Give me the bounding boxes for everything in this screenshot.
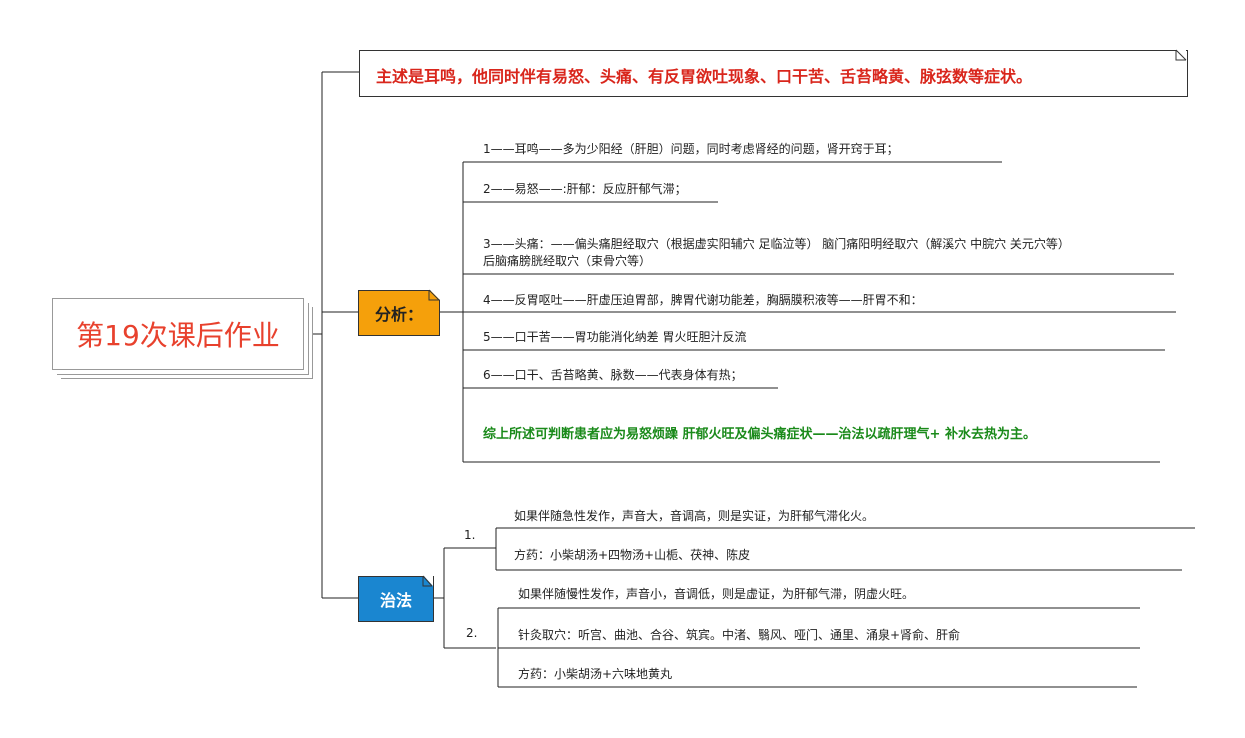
root-node[interactable]: 第19次课后作业 — [52, 298, 304, 370]
treatment-group-2-line-3: 方药：小柴胡汤+六味地黄丸 — [518, 667, 673, 681]
analysis-item-3: 3——头痛：——偏头痛胆经取穴（根据虚实阳辅穴 足临泣等） 脑门痛阳明经取穴（解… — [483, 237, 1070, 251]
treatment-group-2-line-2: 针灸取穴：听宫、曲池、合谷、筑宾。中渚、翳风、哑门、通里、涌泉+肾俞、肝俞 — [518, 628, 961, 642]
treatment-group-1-line-1: 如果伴随急性发作，声音大，音调高，则是实证，为肝郁气滞化火。 — [514, 509, 875, 523]
analysis-item-3-cont: 后脑痛膀胱经取穴（束骨穴等） — [483, 254, 652, 268]
treatment-group-2-line-1: 如果伴随慢性发作，声音小，音调低，则是虚证，为肝郁气滞，阴虚火旺。 — [518, 587, 915, 601]
analysis-label: 分析： — [374, 305, 423, 324]
treatment-group-1-number: 1. — [464, 528, 476, 542]
root-title: 第19次课后作业 — [76, 319, 280, 352]
summary-text: 主述是耳鸣，他同时伴有易怒、头痛、有反胃欲吐现象、口干苦、舌苔略黄、脉弦数等症状… — [376, 67, 1033, 86]
summary-fold-corner — [1176, 50, 1186, 60]
treatment-group-1-line-2: 方药：小柴胡汤+四物汤+山栀、茯神、陈皮 — [514, 548, 751, 562]
treatment-group-2-number: 2. — [466, 626, 478, 640]
analysis-item-1: 1——耳鸣——多为少阳经（肝胆）问题，同时考虑肾经的问题，肾开窍于耳； — [483, 142, 899, 156]
analysis-item-2: 2——易怒——:肝郁：反应肝郁气滞； — [483, 182, 687, 196]
summary-node[interactable]: 主述是耳鸣，他同时伴有易怒、头痛、有反胃欲吐现象、口干苦、舌苔略黄、脉弦数等症状… — [359, 50, 1188, 97]
analysis-item-6: 6——口干、舌苔略黄、脉数——代表身体有热； — [483, 368, 743, 382]
analysis-conclusion: 综上所述可判断患者应为易怒烦躁 肝郁火旺及偏头痛症状——治法以疏肝理气+ 补水去… — [483, 427, 1036, 442]
analysis-item-4: 4——反胃呕吐——肝虚压迫胃部，脾胃代谢功能差，胸膈膜积液等——肝胃不和： — [483, 293, 923, 307]
analysis-item-5: 5——口干苦——胃功能消化纳差 胃火旺胆汁反流 — [483, 330, 747, 344]
treatment-label: 治法 — [379, 591, 412, 610]
treatment-tag[interactable]: 治法 — [358, 576, 434, 622]
analysis-tag[interactable]: 分析： — [358, 290, 440, 336]
